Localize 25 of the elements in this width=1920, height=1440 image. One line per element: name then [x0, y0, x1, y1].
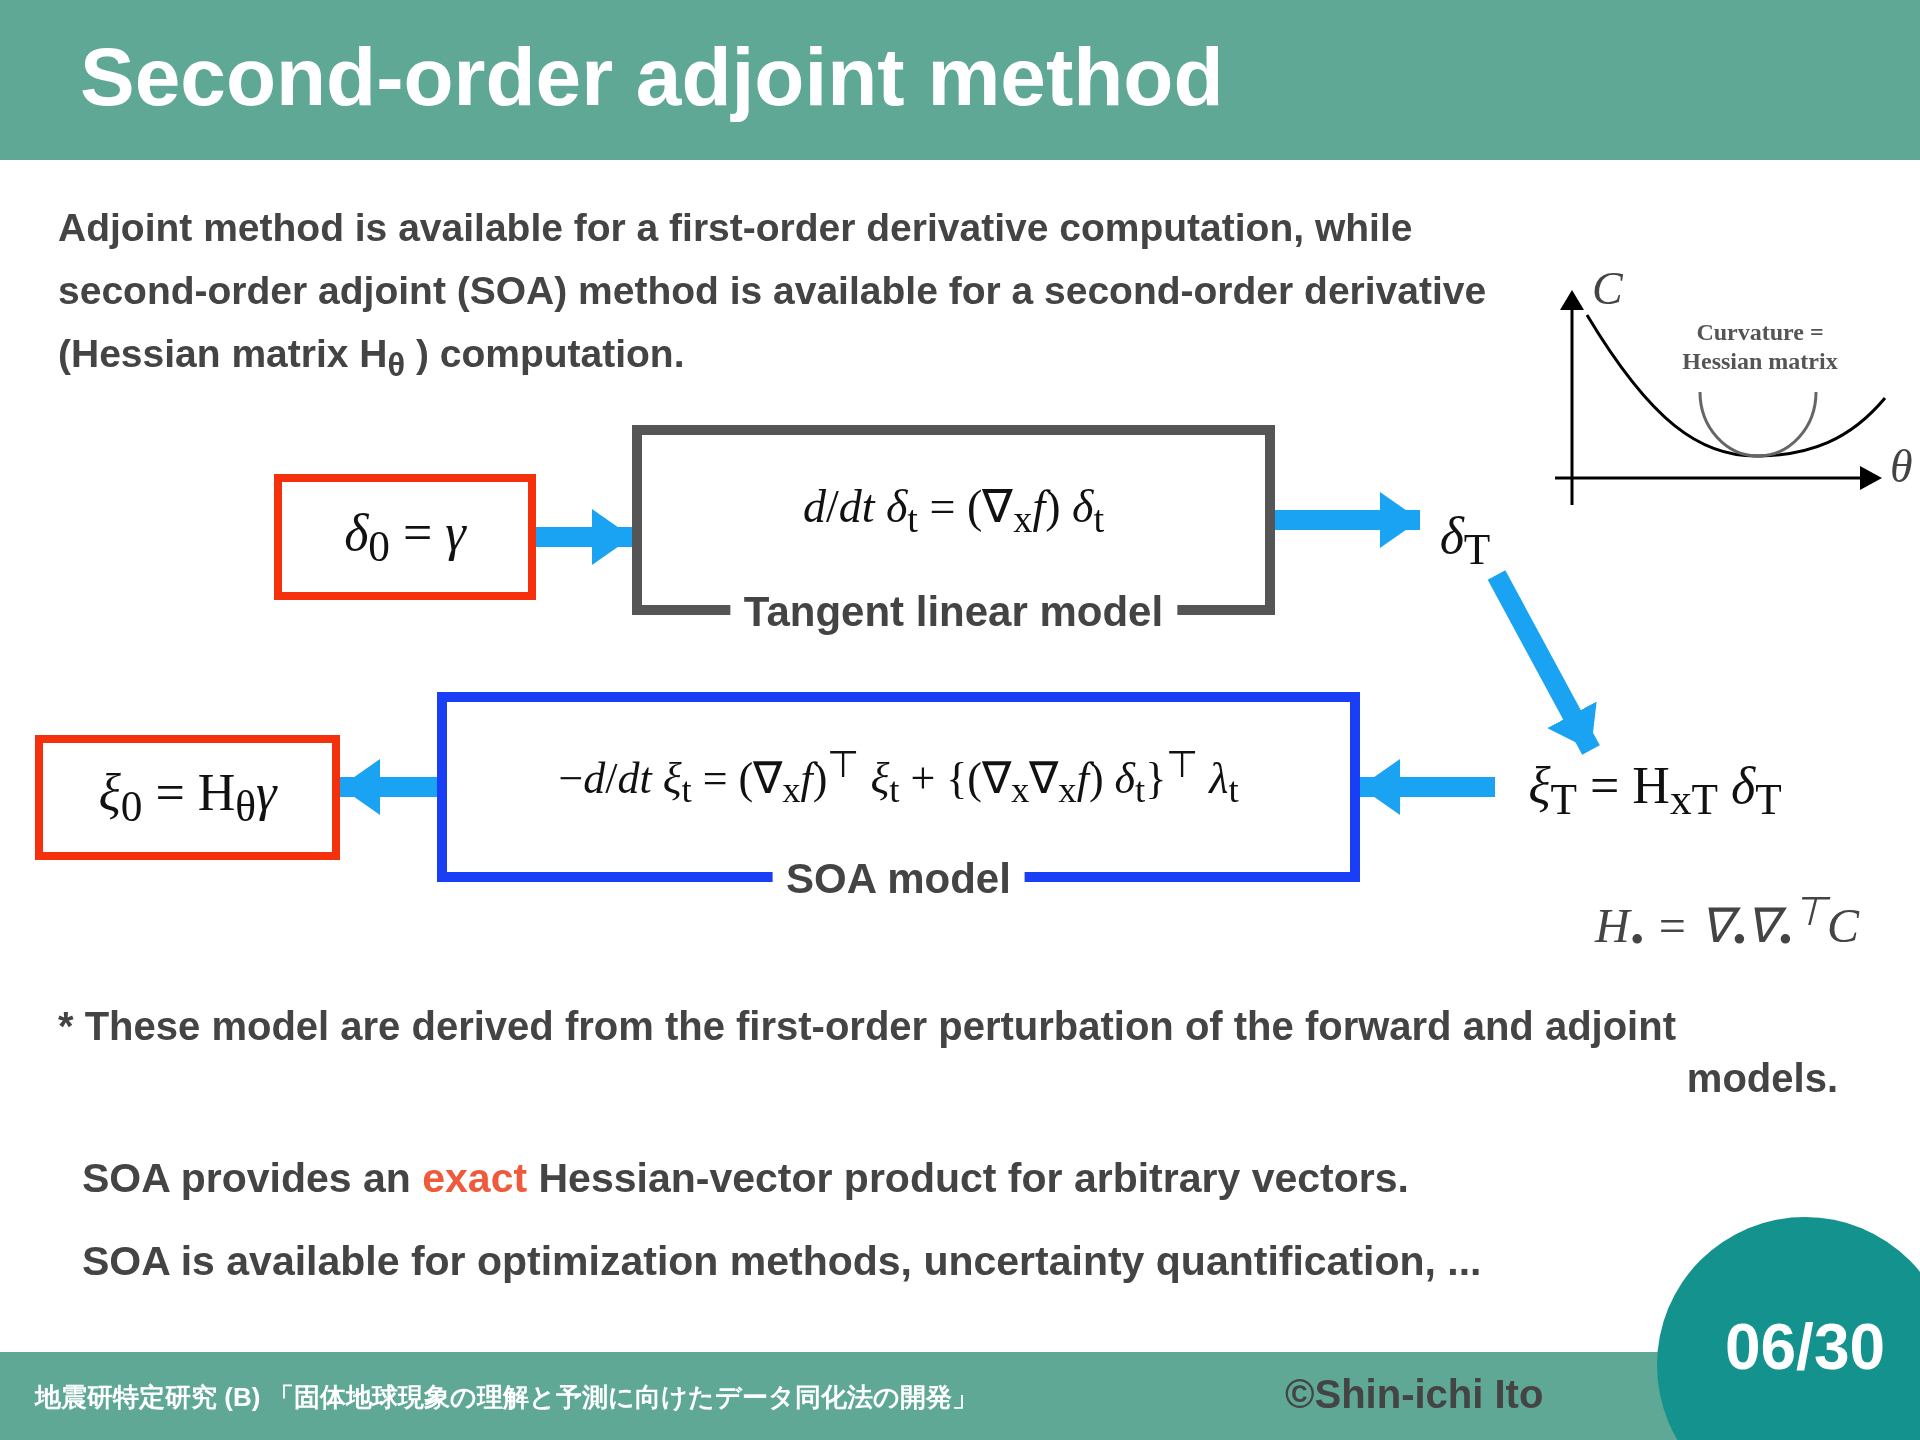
equation: δ$_{T}$: [1439, 505, 1491, 575]
value-box: [274, 474, 536, 600]
arrow: [536, 509, 632, 565]
equation: −d/dt ξ$_{t}$ = (∇$_{x}$f)$^{⊤}$ ξ$_{t}$ + {(∇$_{x}$∇$_{x}$f) δ$_{t}$}$^{⊤}$ λ$_{t}$: [558, 742, 1239, 812]
arrow: [1487, 570, 1600, 755]
curve-annotation: Curvature = Hessian matrix: [1681, 318, 1839, 376]
value-box: [35, 735, 340, 860]
summary-point: SOA provides an exact Hessian-vector product for arbitrary vectors.: [82, 1155, 1409, 1202]
equation: δ$_{0}$ = γ: [344, 502, 466, 572]
arrow: [1360, 759, 1495, 815]
arrow: [340, 759, 437, 815]
equation: d/dt δ$_{t}$ = (∇$_{x}$f) δ$_{t}$: [802, 479, 1105, 542]
equation: ξ$_{0}$ = H$_{θ}$γ: [98, 763, 277, 832]
axis-label: C: [1592, 262, 1623, 315]
author-credit: ©Shin-ichi Ito: [1285, 1372, 1544, 1417]
page-number: 06/30: [1723, 1310, 1887, 1384]
project-name: 地震研特定研究 (B) 「固体地球現象の理解と予測に向けたデータ同化法の開発」: [35, 1381, 978, 1414]
formula: H$_{•}$ = ∇$_{•}$∇$_{•}$$^{⊤}$C: [1595, 888, 1860, 963]
summary-point: SOA is available for optimization methods, uncertainty quantification, ...: [82, 1238, 1482, 1285]
equation: ξ$_{T}$ = H$_{x}$$_{T}$ δ$_{T}$: [1528, 755, 1782, 825]
axis-label: θ: [1890, 440, 1913, 493]
footnote: * These model are derived from the first-order perturbation of the forward and adjoint models.: [58, 1003, 1838, 1102]
slide-title: Second-order adjoint method: [80, 30, 1224, 124]
arrow: [1275, 492, 1420, 548]
intro-paragraph: Adjoint method is available for a first-order derivative computation, while second-order adjoint (SOA) method is available for a second-order derivative (Hessian matrix H$_{θ}$ ) computation.: [58, 205, 1488, 386]
